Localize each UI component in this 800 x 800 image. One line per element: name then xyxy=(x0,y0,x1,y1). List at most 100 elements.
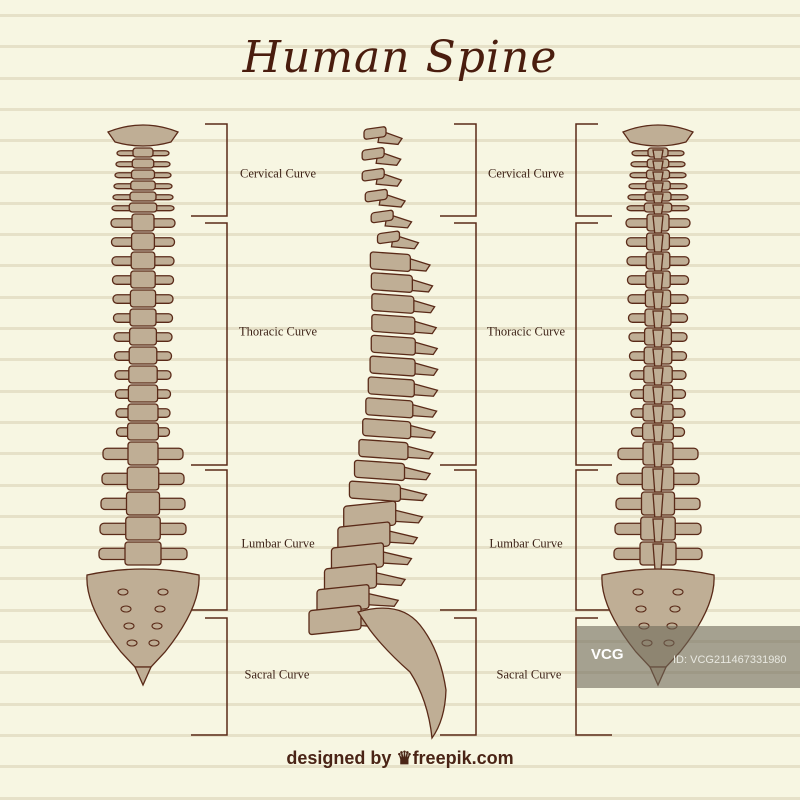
side-vertebra xyxy=(369,251,412,273)
watermark-logo: VCG xyxy=(591,646,624,663)
sacral-foramen xyxy=(672,588,684,596)
spinous-process xyxy=(652,468,664,496)
thoracic-vertebra xyxy=(126,422,160,441)
crown-icon: ♛ xyxy=(396,748,413,768)
side-vertebra xyxy=(369,355,416,377)
thoracic-vertebra xyxy=(127,384,159,403)
side-vertebra xyxy=(358,438,409,461)
bracket-middle-2 xyxy=(440,469,477,611)
watermark-id: ID: VCG211467331980 xyxy=(673,654,787,666)
thoracic-vertebra xyxy=(128,365,158,384)
ruled-line xyxy=(0,671,800,675)
bracket-left-1 xyxy=(191,222,228,466)
side-vertebra xyxy=(376,230,401,245)
lumbar-vertebra xyxy=(127,441,159,466)
ruled-line xyxy=(0,14,800,17)
sacral-foramen xyxy=(120,605,132,613)
ruled-line xyxy=(0,796,800,800)
thoracic-vertebra xyxy=(128,346,158,365)
sacral-foramen xyxy=(148,639,160,647)
side-vertebra xyxy=(353,459,406,482)
bracket-middle-3 xyxy=(440,617,477,736)
sacral-foramen xyxy=(157,588,169,596)
sacral-foramen xyxy=(123,622,135,630)
bracket-middle-1 xyxy=(440,222,477,466)
thoracic-vertebra xyxy=(131,213,155,232)
label-lumbar-left: Lumbar Curve xyxy=(241,536,315,551)
page-title: Human Spine xyxy=(242,32,558,83)
spinous-process xyxy=(652,518,664,546)
atlas-vertebra xyxy=(106,124,180,147)
footer-brand: freepik.com xyxy=(412,748,514,768)
thoracic-vertebra xyxy=(127,403,159,422)
footer-prefix: designed by xyxy=(286,748,392,768)
side-vertebra xyxy=(365,397,414,419)
sacral-foramen xyxy=(117,588,129,596)
side-vertebra xyxy=(363,126,387,140)
spinous-process xyxy=(652,443,664,471)
side-vertebra xyxy=(367,376,415,398)
sacral-foramen xyxy=(669,605,681,613)
spinous-process xyxy=(652,493,664,521)
ruled-line xyxy=(0,765,800,769)
bracket-left-2 xyxy=(191,469,228,611)
side-vertebra xyxy=(370,209,394,224)
cervical-vertebra xyxy=(132,147,154,158)
bracket-right-1 xyxy=(575,222,612,466)
side-vertebra xyxy=(364,188,388,203)
side-vertebra xyxy=(361,147,385,161)
cervical-vertebra xyxy=(131,158,155,169)
sacral-foramen xyxy=(154,605,166,613)
sacral-foramen xyxy=(632,588,644,596)
side-vertebra xyxy=(308,604,362,636)
bracket-left-0 xyxy=(191,123,228,217)
cervical-vertebra xyxy=(128,202,158,213)
bracket-right-0 xyxy=(575,123,612,217)
side-vertebra xyxy=(362,418,412,440)
label-cervical-right: Cervical Curve xyxy=(487,166,565,181)
sacral-foramen xyxy=(126,639,138,647)
lumbar-vertebra xyxy=(125,491,161,516)
spinous-process xyxy=(652,543,664,571)
bracket-right-3 xyxy=(575,617,612,736)
thoracic-vertebra xyxy=(130,251,156,270)
watermark: VCG ID: VCG211467331980 xyxy=(577,626,800,688)
side-vertebra xyxy=(348,480,402,503)
lumbar-vertebra xyxy=(126,466,160,491)
side-vertebra xyxy=(371,313,416,335)
ruled-line xyxy=(0,170,800,174)
side-vertebra xyxy=(361,167,385,182)
side-vertebra xyxy=(371,293,415,314)
side-vertebra xyxy=(370,334,416,356)
sacrum xyxy=(86,568,200,668)
thoracic-vertebra xyxy=(129,289,157,308)
label-sacral-left: Sacral Curve xyxy=(244,667,310,682)
label-lumbar-right: Lumbar Curve xyxy=(489,536,563,551)
label-cervical-left: Cervical Curve xyxy=(239,166,317,181)
label-thoracic-right: Thoracic Curve xyxy=(486,324,566,339)
bracket-left-3 xyxy=(191,617,228,736)
cervical-vertebra xyxy=(130,180,156,191)
footer-credit: designed by ♛freepik.com xyxy=(0,748,800,769)
thoracic-vertebra xyxy=(130,270,156,289)
cervical-vertebra xyxy=(130,169,156,180)
side-sacrum xyxy=(356,607,447,740)
side-vertebra xyxy=(370,272,413,293)
thoracic-vertebra xyxy=(129,308,157,327)
bracket-middle-0 xyxy=(440,123,477,217)
coccyx xyxy=(133,666,153,687)
cervical-vertebra xyxy=(129,191,157,202)
thoracic-vertebra xyxy=(128,327,158,346)
ruled-line xyxy=(0,45,800,49)
ruled-line xyxy=(0,546,800,550)
sacral-foramen xyxy=(151,622,163,630)
thoracic-vertebra xyxy=(130,232,156,251)
lumbar-vertebra xyxy=(124,541,162,566)
atlas-vertebra xyxy=(621,124,695,147)
sacral-foramen xyxy=(635,605,647,613)
lumbar-vertebra xyxy=(125,516,161,541)
ruled-line xyxy=(0,702,800,706)
ruled-line xyxy=(0,107,800,111)
bracket-right-2 xyxy=(575,469,612,611)
